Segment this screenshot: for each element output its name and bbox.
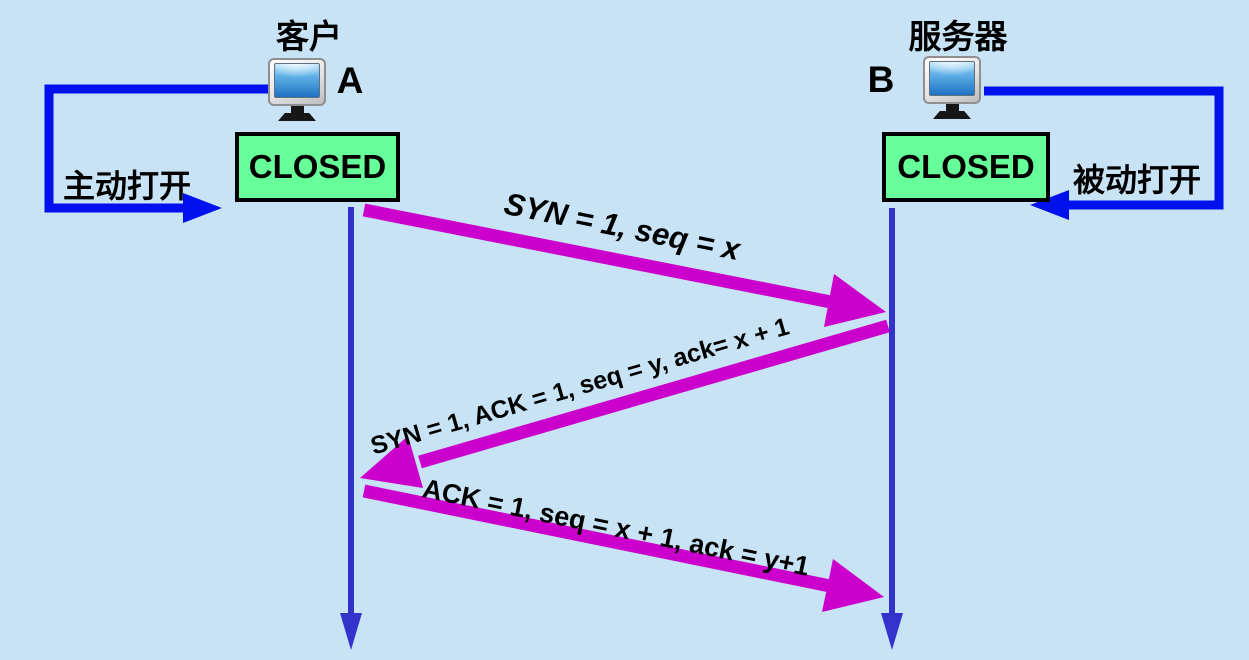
client-lifeline-arrowhead-icon [340,613,362,650]
server-state-badge: CLOSED [882,132,1050,202]
client-title: 客户 [276,18,342,55]
monitor-base [933,111,971,119]
client-computer-icon [268,58,326,126]
syn-message-arrowhead-icon [824,274,886,327]
server-state-label: CLOSED [897,148,1035,185]
active-open-flow-line [44,84,272,213]
monitor-frame [923,56,981,104]
monitor-screen [274,63,320,98]
client-state-badge: CLOSED [235,132,400,202]
client-host-letter: A [336,60,364,101]
monitor-frame [268,58,326,106]
passive-open-arrowhead-icon [1030,190,1069,220]
client-state-label: CLOSED [248,148,387,185]
monitor-neck [945,104,959,111]
monitor-screen [929,61,975,96]
server-lifeline-arrowhead-icon [881,613,903,650]
server-host-letter: B [867,59,895,100]
server-title: 服务器 [908,18,1008,55]
active-open-arrowhead-icon [183,193,222,223]
active-open-label: 主动打开 [62,168,192,204]
ack-message-arrowhead-icon [822,559,884,612]
monitor-base [278,113,316,121]
server-computer-icon [923,56,981,124]
passive-open-flow-line [984,86,1224,210]
syn-message-arrow [362,203,838,310]
ack-message-arrow [362,484,832,593]
synack-message-arrow [418,319,890,469]
passive-open-label: 被动打开 [1072,162,1202,198]
monitor-neck [290,106,304,113]
synack-message-arrowhead-icon [360,436,423,488]
